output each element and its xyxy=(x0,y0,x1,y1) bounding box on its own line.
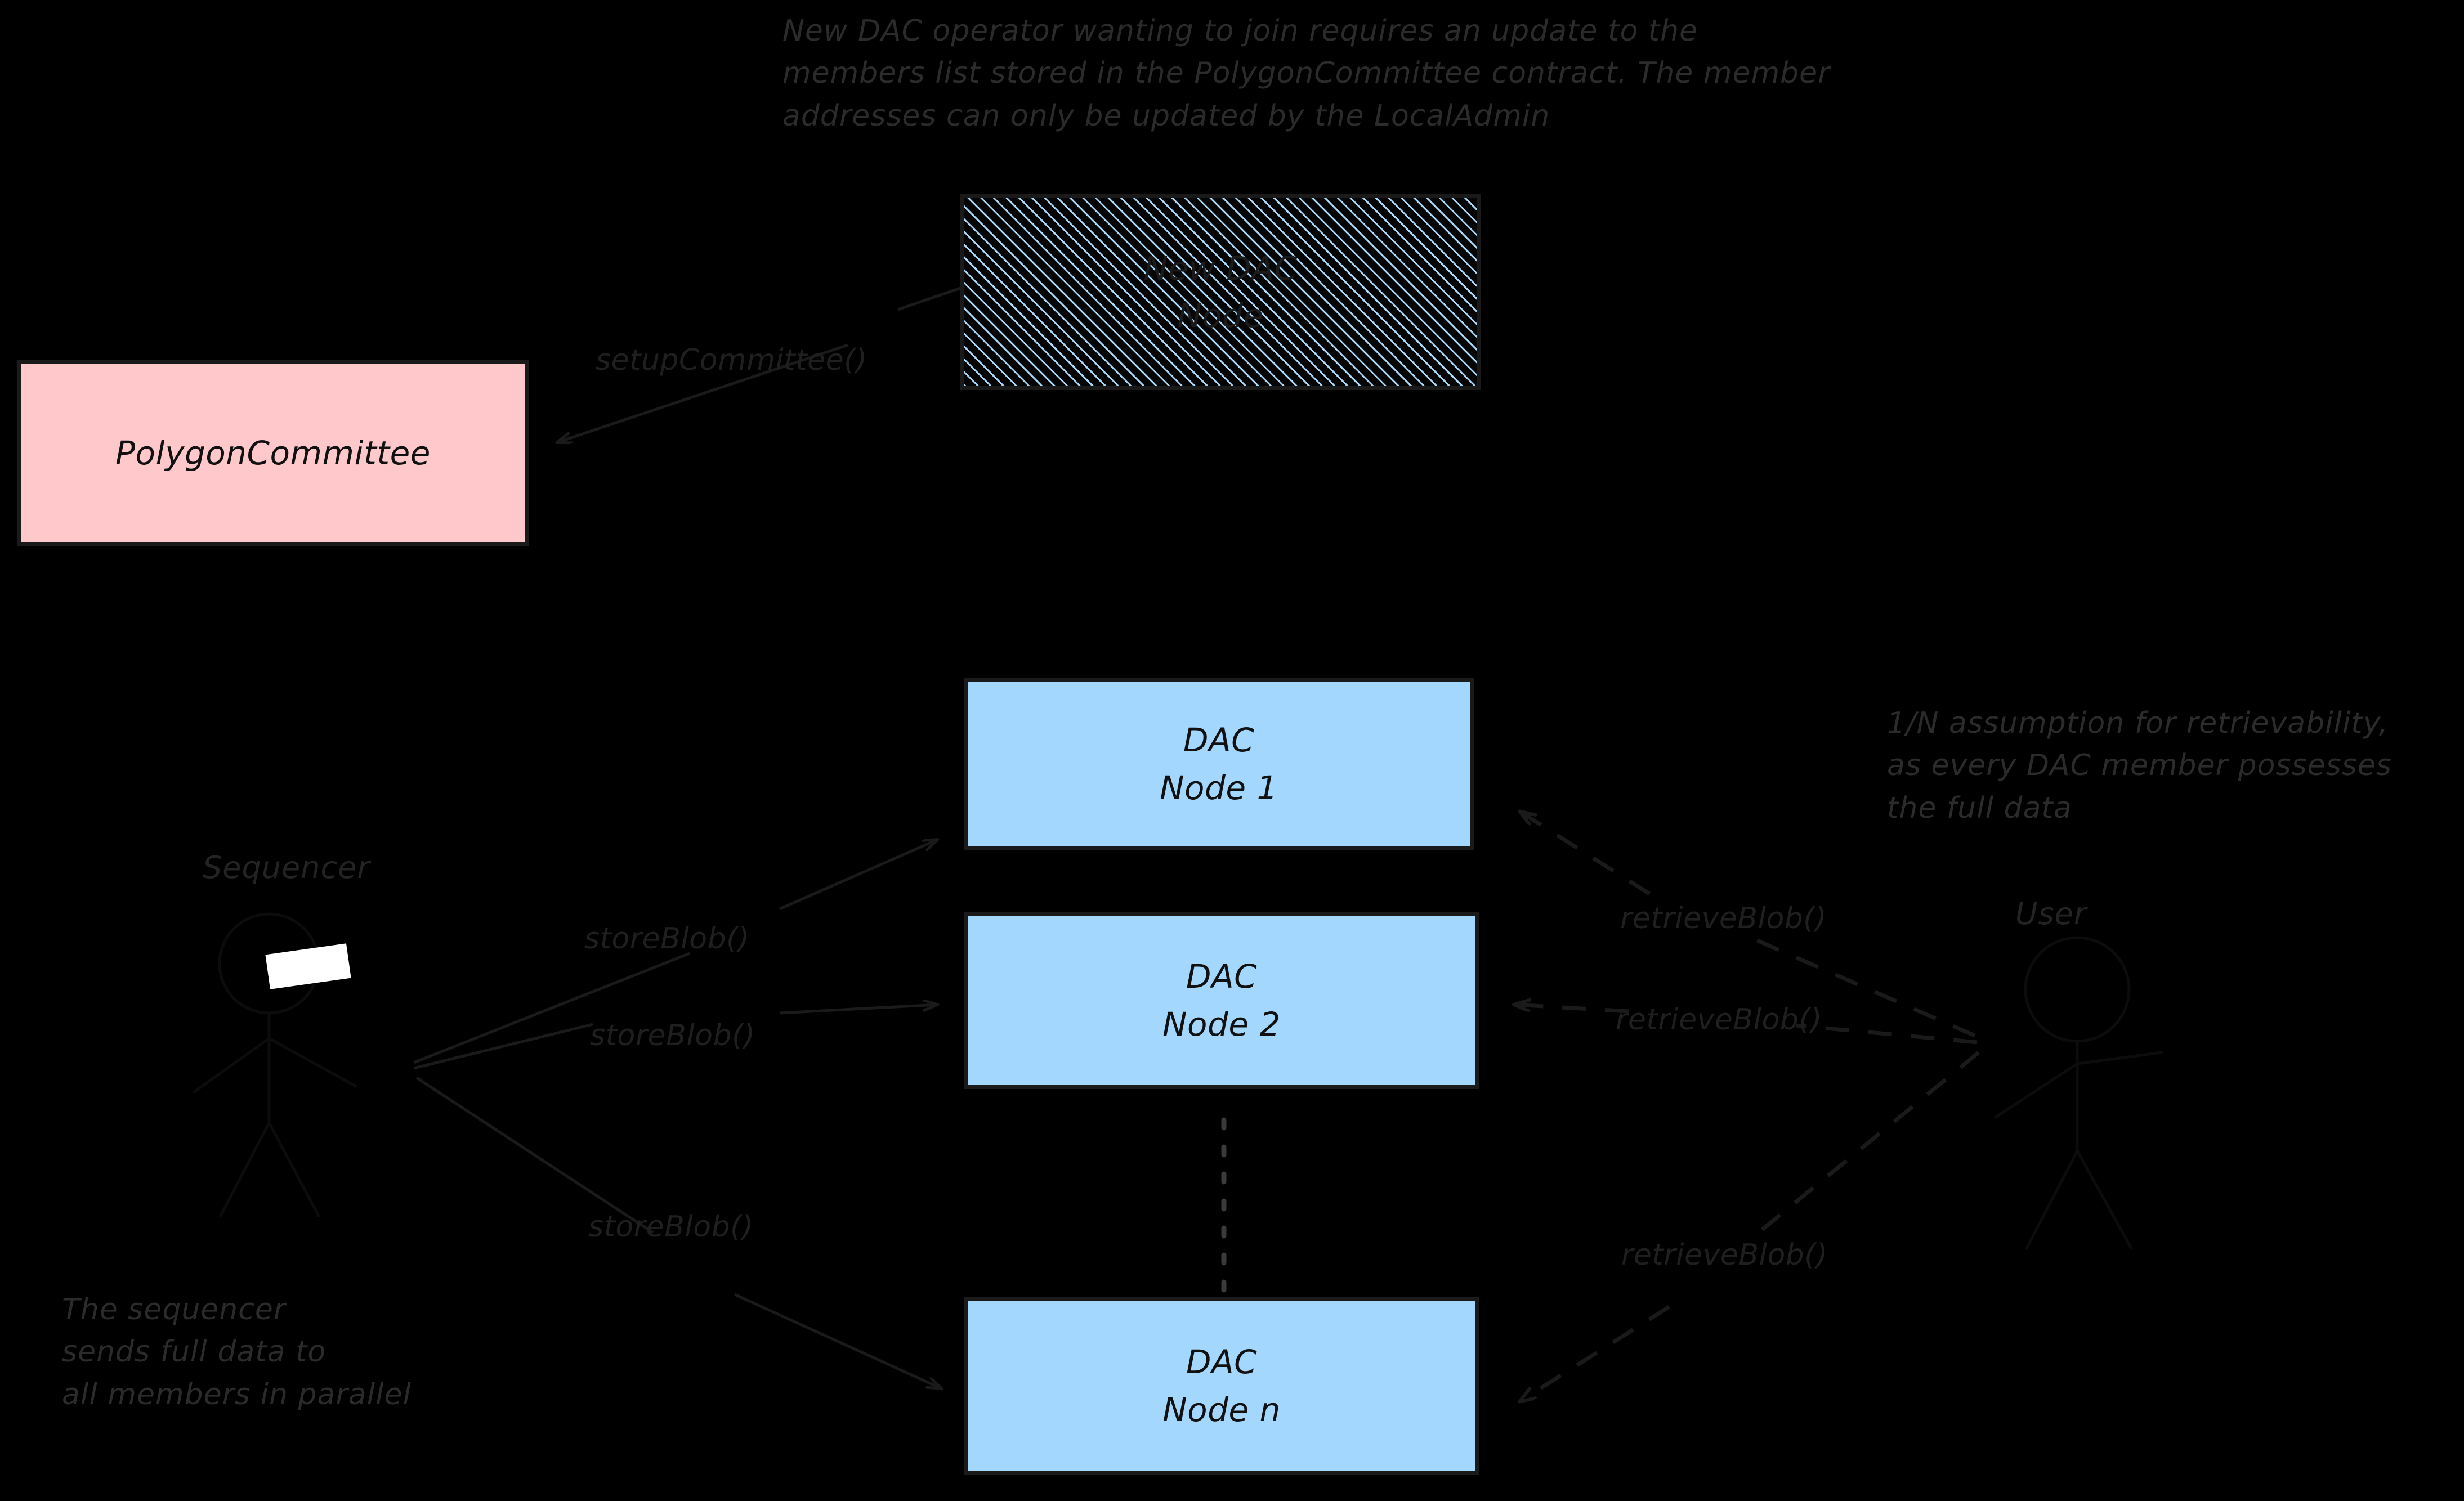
edge-setup-committee xyxy=(557,286,961,442)
edge-store-blob-2 xyxy=(413,1005,937,1070)
dac-node-1-line2: Node 1 xyxy=(1160,768,1278,807)
dac-node-2-line1: DAC xyxy=(1186,957,1258,996)
dac-node-2-line2: Node 2 xyxy=(1162,1005,1281,1043)
edge-retrieve-blob-n xyxy=(1520,1051,1980,1401)
annotation-top-note: New DAC operator wanting to join require… xyxy=(782,14,1831,133)
node-dac-node-n[interactable]: DAC Node n xyxy=(964,1297,1479,1475)
dac-node-n-line1: DAC xyxy=(1186,1343,1258,1382)
edge-label-setup-committee: setupCommittee() xyxy=(596,343,867,377)
edge-label-store-blob-2: storeBlob() xyxy=(590,1019,755,1052)
user-label: User xyxy=(2015,896,2087,931)
edge-label-retrieve-blob-1: retrieveBlob() xyxy=(1620,902,1827,935)
node-polygon-committee[interactable]: PolygonCommittee xyxy=(17,360,529,546)
edge-label-retrieve-blob-2: retrieveBlob() xyxy=(1616,1003,1822,1037)
new-dac-node-line2: Node xyxy=(1177,297,1264,335)
edge-retrieve-blob-2 xyxy=(1514,1005,1978,1045)
new-dac-node-line1: New DAC xyxy=(1143,249,1298,288)
edge-label-retrieve-blob-n: retrieveBlob() xyxy=(1621,1238,1828,1272)
edge-label-store-blob-n: storeBlob() xyxy=(588,1210,754,1244)
annotation-right-note: 1/N assumption for retrievability, as ev… xyxy=(1887,706,2392,825)
edge-label-store-blob-1: storeBlob() xyxy=(584,922,750,956)
node-dac-node-1[interactable]: DAC Node 1 xyxy=(964,678,1474,850)
edge-store-blob-1 xyxy=(413,840,937,1064)
sequencer-label: Sequencer xyxy=(203,850,370,885)
node-dac-node-2[interactable]: DAC Node 2 xyxy=(964,912,1479,1089)
dac-node-1-line1: DAC xyxy=(1183,721,1255,760)
edge-store-blob-n xyxy=(415,1076,941,1388)
annotation-bottom-left-note: The sequencer sends full data to all mem… xyxy=(62,1293,412,1412)
dac-node-n-line2: Node n xyxy=(1162,1390,1281,1429)
user-figure xyxy=(1994,936,2163,1250)
polygon-committee-label: PolygonCommittee xyxy=(115,433,431,472)
node-new-dac-node[interactable]: New DAC Node xyxy=(960,194,1481,390)
